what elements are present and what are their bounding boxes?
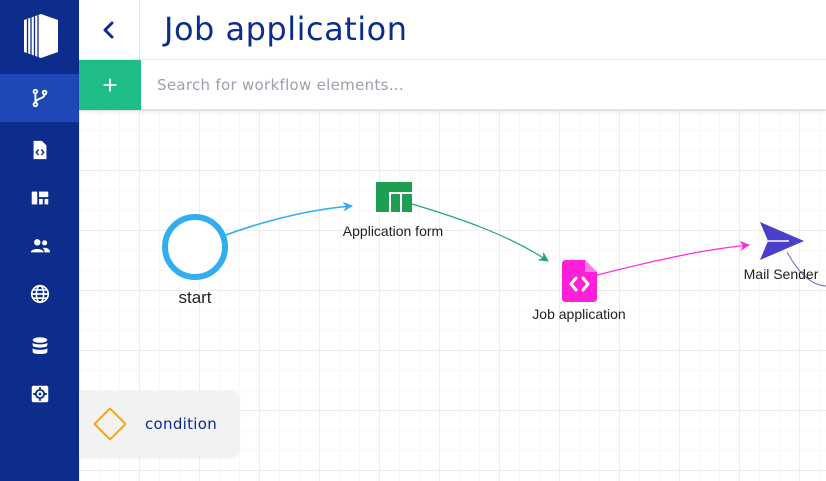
settings-icon [31,385,48,403]
search-bar: + [79,60,826,110]
edge-mail-sender-outgoing [786,251,826,287]
diamond-icon [93,407,127,441]
logo-icon[interactable] [21,14,61,58]
condition-palette-item[interactable]: condition [79,391,239,457]
sidebar-item-scripts[interactable] [0,126,79,174]
sidebar-item-settings[interactable] [0,370,79,418]
sidebar-item-workflows[interactable] [0,74,79,122]
globe-icon [30,284,49,304]
dashboard-icon [31,191,48,205]
edge-application-form-to-job-application [411,203,549,262]
workflow-icon [32,88,47,108]
sidebar [0,0,79,481]
job-application-label: Job application [532,306,626,322]
users-icon [30,239,50,253]
form-icon[interactable] [376,182,412,212]
condition-label: condition [145,415,218,433]
workflow-canvas[interactable]: start Application form Job application M… [79,110,826,481]
application-form-label: Application form [342,223,444,239]
mail-sender-label: Mail Sender [743,266,819,282]
page-title: Job application [164,10,408,48]
back-button[interactable] [79,0,140,59]
add-element-button[interactable]: + [79,60,141,110]
sidebar-item-database[interactable] [0,322,79,370]
send-icon[interactable] [759,220,805,260]
sidebar-item-users[interactable] [0,222,79,270]
header: Job application [79,0,826,60]
sidebar-item-sites[interactable] [0,270,79,318]
code-file-icon[interactable] [562,260,597,302]
search-input[interactable] [141,60,826,110]
chevron-left-icon [103,21,114,38]
code-file-icon [33,140,46,160]
sidebar-item-dashboards[interactable] [0,174,79,222]
edge-job-application-to-mail-sender [596,240,750,276]
database-icon [32,337,47,355]
start-node-label: start [178,288,212,307]
start-node[interactable] [162,214,228,280]
